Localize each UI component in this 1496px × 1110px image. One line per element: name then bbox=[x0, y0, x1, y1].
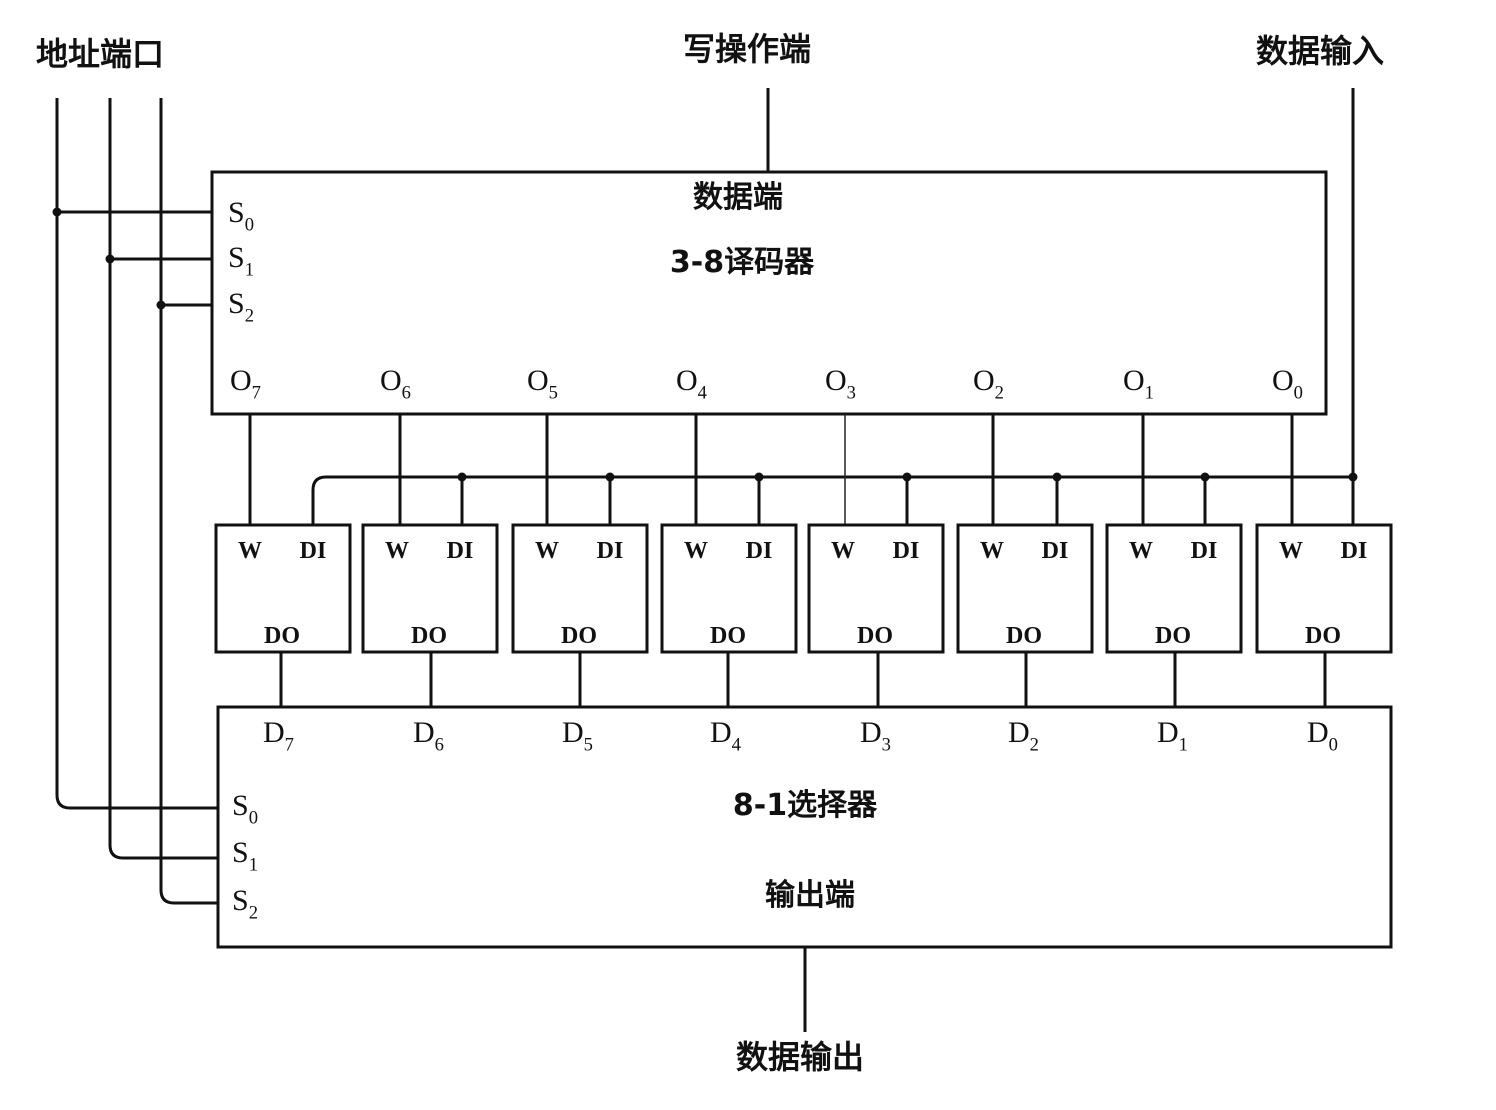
mux-input-d1: D1 bbox=[1157, 716, 1188, 755]
write-port-label: 写操作端 bbox=[683, 30, 811, 68]
memory-cell: W DI DO bbox=[956, 414, 1094, 707]
mux-input-labels: D7 D6 D5 D4 D3 D2 D1 D0 bbox=[263, 716, 1338, 755]
decoder-output-labels: O7 O6 O5 O4 O3 O2 O1 O0 bbox=[230, 364, 1303, 403]
cell-do-pin: DO bbox=[857, 623, 893, 649]
decoder-output-o1: O1 bbox=[1123, 364, 1154, 403]
mux-input-d3: D3 bbox=[860, 716, 891, 755]
memory-cell: W DI DO bbox=[361, 414, 499, 707]
memory-cell: W DI DO bbox=[660, 414, 798, 707]
junction-dot bbox=[52, 207, 62, 217]
decoder-data-end-label: 数据端 bbox=[693, 180, 783, 215]
cell-di-pin: DI bbox=[597, 538, 624, 564]
decoder-select-s1: S1 bbox=[228, 241, 254, 280]
cell-di-pin: DI bbox=[300, 538, 327, 564]
junction-dot bbox=[754, 472, 764, 482]
cell-di-pin: DI bbox=[893, 538, 920, 564]
cell-do-pin: DO bbox=[411, 623, 447, 649]
cell-di-pin: DI bbox=[447, 538, 474, 564]
cell-di-pin: DI bbox=[1341, 538, 1368, 564]
cell-di-pin: DI bbox=[746, 538, 773, 564]
address-line-s1 bbox=[108, 98, 218, 860]
decoder-box bbox=[210, 170, 1328, 416]
decoder-output-o3: O3 bbox=[825, 364, 856, 403]
junction-dot bbox=[902, 472, 912, 482]
decoder-output-o0: O0 bbox=[1272, 364, 1303, 403]
cell-do-pin: DO bbox=[561, 623, 597, 649]
decoder-title: 3-8译码器 bbox=[670, 245, 815, 280]
mux-output-end-label: 输出端 bbox=[765, 878, 855, 913]
memory-cell-box bbox=[214, 523, 352, 654]
decoder-select-s0: S0 bbox=[228, 196, 254, 235]
junction-dot bbox=[605, 472, 615, 482]
address-line-s2 bbox=[159, 98, 218, 905]
decoder-output-o6: O6 bbox=[380, 364, 411, 403]
cell-do-pin: DO bbox=[264, 623, 300, 649]
junction-dot bbox=[1052, 472, 1062, 482]
memory-cell: W DI DO bbox=[1255, 414, 1393, 707]
decoder-output-o7: O7 bbox=[230, 364, 261, 403]
mux-input-d5: D5 bbox=[562, 716, 593, 755]
mux-select-s2: S2 bbox=[232, 884, 258, 923]
address-line-s0 bbox=[55, 98, 218, 810]
data-input-label: 数据输入 bbox=[1256, 32, 1384, 70]
mux-select-s1: S1 bbox=[232, 836, 258, 875]
cell-do-pin: DO bbox=[1155, 623, 1191, 649]
decoder-output-o2: O2 bbox=[973, 364, 1004, 403]
memory-cells: W DI DO W DI DO W DI DO W DI DO W DI DO W DI DO W DI DO W DI DO bbox=[214, 414, 1393, 707]
memory-cell: W DI DO bbox=[214, 414, 352, 707]
cell-di-pin: DI bbox=[1042, 538, 1069, 564]
decoder-output-o5: O5 bbox=[527, 364, 558, 403]
decoder-select-s2: S2 bbox=[228, 287, 254, 326]
mux-input-d2: D2 bbox=[1008, 716, 1039, 755]
junction-dot bbox=[1348, 472, 1358, 482]
cell-do-pin: DO bbox=[710, 623, 746, 649]
memory-cell-box bbox=[807, 523, 945, 654]
mux-input-d6: D6 bbox=[413, 716, 444, 755]
cell-w-pin: W bbox=[684, 538, 708, 564]
mux-select-s0: S0 bbox=[232, 789, 258, 828]
junction-dot bbox=[156, 300, 166, 310]
cell-w-pin: W bbox=[1129, 538, 1153, 564]
cell-w-pin: W bbox=[238, 538, 262, 564]
cell-w-pin: W bbox=[1279, 538, 1303, 564]
junction-dot bbox=[457, 472, 467, 482]
cell-di-pin: DI bbox=[1191, 538, 1218, 564]
cell-w-pin: W bbox=[385, 538, 409, 564]
data-input-bus bbox=[311, 475, 1353, 525]
mux-title: 8-1选择器 bbox=[733, 788, 878, 823]
memory-cell: W DI DO bbox=[807, 414, 945, 707]
cell-w-pin: W bbox=[980, 538, 1004, 564]
decoder-output-o4: O4 bbox=[676, 364, 707, 403]
cell-w-pin: W bbox=[831, 538, 855, 564]
mux-input-d7: D7 bbox=[263, 716, 294, 755]
cell-w-pin: W bbox=[535, 538, 559, 564]
mux-input-d4: D4 bbox=[710, 716, 741, 755]
memory-cell: W DI DO bbox=[511, 414, 649, 707]
address-port-label: 地址端口 bbox=[36, 35, 164, 73]
cell-do-pin: DO bbox=[1305, 623, 1341, 649]
junction-dot bbox=[1200, 472, 1210, 482]
memory-cell: W DI DO bbox=[1105, 414, 1243, 707]
mux-input-d0: D0 bbox=[1307, 716, 1338, 755]
cell-do-pin: DO bbox=[1006, 623, 1042, 649]
data-output-label: 数据输出 bbox=[736, 1038, 864, 1076]
junction-dot bbox=[105, 254, 115, 264]
